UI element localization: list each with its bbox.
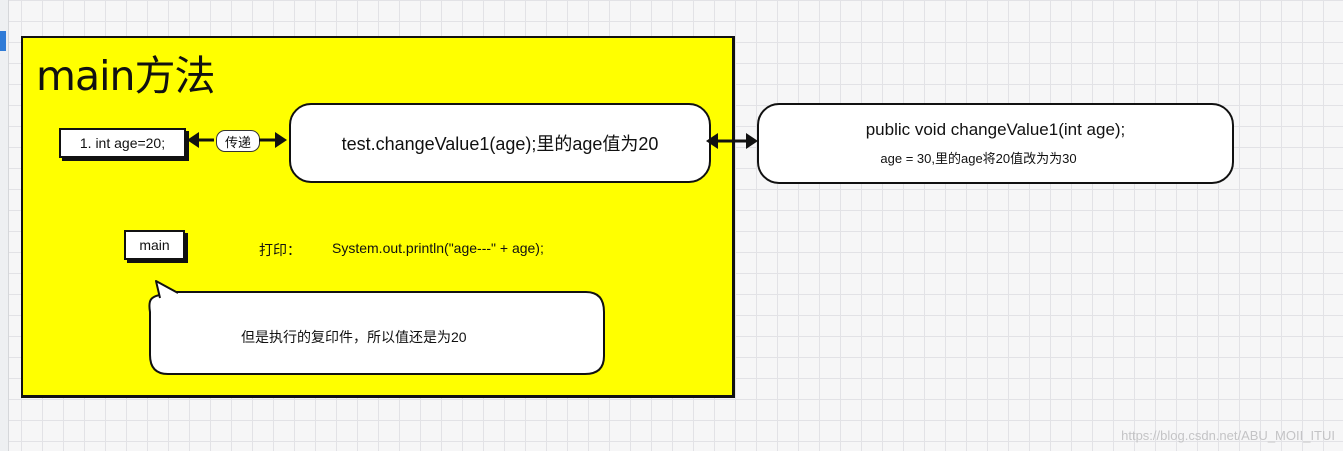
method-call-box[interactable]: test.changeValue1(age);里的age值为20	[289, 103, 711, 183]
main-label-text: main	[139, 237, 170, 253]
call-definition-arrow-right-head	[746, 133, 758, 149]
speech-bubble-text: 但是执行的复印件，所以值还是为20	[241, 329, 467, 345]
pass-label-text: 传递	[224, 134, 251, 150]
call-definition-arrow-left-head	[706, 133, 718, 149]
print-code: System.out.println("age---" + age);	[332, 240, 544, 256]
method-signature-text: public void changeValue1(int age);	[865, 120, 1126, 139]
method-note-text: age = 30,里的age将20值改为为30	[880, 151, 1077, 166]
arrow-right-head	[275, 132, 287, 148]
speech-bubble-shape[interactable]	[148, 291, 605, 375]
left-sidebar-edge	[0, 0, 9, 451]
arrow-left-head	[187, 132, 199, 148]
watermark: https://blog.csdn.net/ABU_MOII_ITUI	[1121, 428, 1335, 443]
var-declaration-text: 1. int age=20;	[79, 135, 166, 151]
main-method-panel[interactable]	[21, 36, 735, 398]
print-label: 打印：	[259, 242, 301, 258]
var-declaration-box[interactable]: 1. int age=20;	[59, 128, 186, 158]
method-call-text: test.changeValue1(age);里的age值为20	[341, 134, 659, 154]
active-tab-indicator	[0, 31, 6, 51]
method-definition-box[interactable]: public void changeValue1(int age); age =…	[757, 103, 1234, 184]
main-label-box[interactable]: main	[124, 230, 185, 260]
speech-bubble-tail	[155, 280, 179, 299]
panel-title: main方法	[36, 52, 215, 100]
